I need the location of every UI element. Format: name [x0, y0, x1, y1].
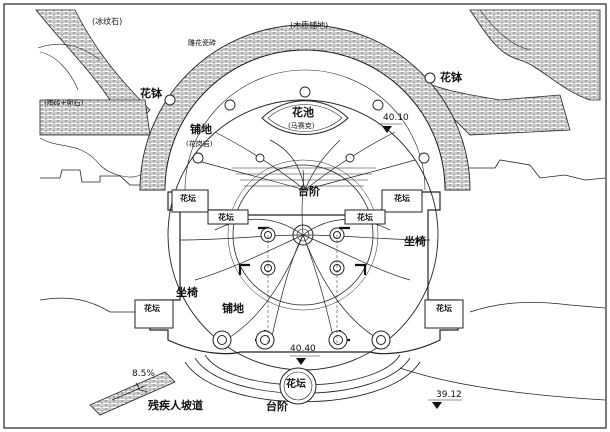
- elevation-marker-top: [382, 126, 392, 133]
- flower-stand-tr2: [344, 209, 386, 225]
- drawing-frame: [3, 3, 607, 429]
- label-bench-right: 坐椅: [404, 235, 426, 248]
- label-flower-stand-tr: 花坛: [394, 194, 410, 203]
- flower-bed-bottom: [279, 367, 317, 405]
- elevation-marker-br: [432, 402, 442, 409]
- label-rockery: (冰纹石): [92, 17, 123, 26]
- flower-stand-tr: [381, 189, 423, 213]
- flower-bowl-left: [164, 94, 176, 106]
- label-flower-bowl-right: 花钵: [440, 71, 462, 84]
- label-flower-stand-tr2: 花坛: [357, 213, 373, 222]
- label-flower-stand-mr: 花坛: [436, 304, 452, 313]
- label-flower-stand-bottom: 花坛: [286, 379, 306, 390]
- flower-stand-tl: [171, 189, 209, 213]
- label-bench-left: 坐椅: [176, 286, 198, 299]
- label-steps-bottom: 台阶: [266, 400, 288, 413]
- top-flower-bed: [261, 100, 349, 135]
- path-top-left: [35, 9, 151, 121]
- label-flower-stand-tl2: 花坛: [218, 213, 234, 222]
- label-paving-center: 铺地: [190, 123, 212, 136]
- flower-stand-ml: [134, 299, 174, 329]
- label-paving-lower: 铺地: [222, 302, 244, 315]
- flower-stand-mr: [424, 299, 464, 329]
- flower-bowl-right: [424, 72, 436, 84]
- label-paving-left: (陶砖+卵石): [44, 99, 84, 107]
- elevation-marker-center: [296, 358, 306, 365]
- label-paving-center-sub: (花岗岩): [186, 140, 213, 148]
- label-slope: 8.5%: [132, 369, 155, 379]
- label-elevation-top: 40.10: [383, 113, 409, 123]
- flower-stand-tl2: [207, 209, 249, 225]
- label-steps-top: 台阶: [298, 185, 320, 198]
- label-flower-bowl-left: 花钵: [140, 87, 162, 100]
- label-flower-bed-center-sub: (马赛克): [288, 122, 315, 130]
- label-carved-paving: 雕花瓷砖: [188, 39, 216, 47]
- label-elevation-center: 40.40: [290, 344, 316, 354]
- plaza-outline: [149, 191, 459, 355]
- ramp: [89, 371, 176, 416]
- label-wood-paving: (木质铺地): [290, 21, 329, 30]
- label-flower-bed-center: 花池: [292, 106, 314, 119]
- label-flower-stand-ml: 花坛: [144, 304, 160, 313]
- label-ramp: 残疾人坡道: [148, 399, 203, 412]
- label-elevation-br: 39.12: [436, 390, 462, 400]
- label-flower-stand-tl: 花坛: [180, 194, 196, 203]
